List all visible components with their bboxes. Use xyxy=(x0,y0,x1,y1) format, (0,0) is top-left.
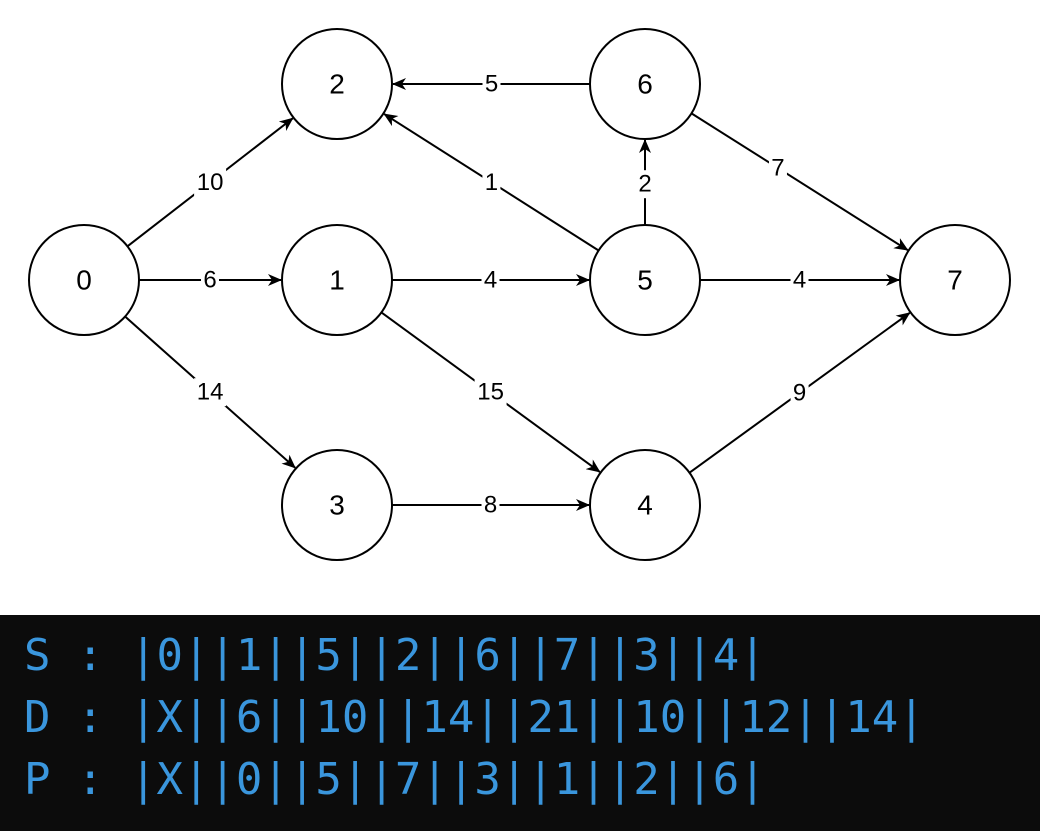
edge-weight-label: 2 xyxy=(638,171,651,198)
console-line-p: P : |X||0||5||7||3||1||2||6| xyxy=(24,754,766,805)
edge-label-background xyxy=(768,154,787,183)
edge-weight-label: 5 xyxy=(485,71,498,98)
node-label: 7 xyxy=(947,265,963,296)
node-0: 0 xyxy=(28,224,140,336)
nodes-layer: 0 1 2 3 4 5 6 7 xyxy=(28,28,1011,561)
edge-weight-label: 4 xyxy=(793,267,806,294)
node-circle xyxy=(589,224,701,336)
edge-weight-label: 7 xyxy=(771,155,784,182)
node-circle xyxy=(589,449,701,561)
edge-label-background xyxy=(474,378,507,407)
edge-label-background xyxy=(482,168,501,197)
node-label: 3 xyxy=(329,490,345,521)
node-7: 7 xyxy=(899,224,1011,336)
edge-label-background xyxy=(481,266,500,294)
node-3: 3 xyxy=(281,449,393,561)
node-circle xyxy=(281,449,393,561)
console-output: S : |0||1||5||2||6||7||3||4| D : |X||6||… xyxy=(0,615,1040,831)
edge-label-background xyxy=(481,491,500,519)
edge-label-background xyxy=(194,168,227,197)
graph-diagram: 10 6 14 4 15 8 5 1 2 7 4 9 0 1 2 3 4 5 6 7 xyxy=(28,28,1011,561)
edge-label-background xyxy=(636,170,654,199)
edge-label-background xyxy=(201,266,219,294)
node-1: 1 xyxy=(281,224,393,336)
edge-label-background xyxy=(482,70,501,98)
node-label: 5 xyxy=(637,265,653,296)
node-label: 1 xyxy=(329,265,345,296)
edge-weight-label: 14 xyxy=(197,379,224,406)
node-2: 2 xyxy=(281,28,393,140)
node-label: 6 xyxy=(637,69,653,100)
edge-weight-label: 9 xyxy=(793,379,806,406)
edge-3-to-4: 8 xyxy=(392,491,590,519)
edge-6-to-2: 5 xyxy=(392,70,590,98)
console-line-s: S : |0||1||5||2||6||7||3||4| xyxy=(24,630,766,681)
node-4: 4 xyxy=(589,449,701,561)
node-label: 4 xyxy=(637,490,653,521)
node-label: 2 xyxy=(329,69,345,100)
edge-6-to-7: 7 xyxy=(690,112,909,251)
node-circle xyxy=(899,224,1011,336)
edge-weight-label: 10 xyxy=(197,169,224,196)
edge-0-to-3: 14 xyxy=(124,315,296,469)
edge-label-background xyxy=(790,266,809,294)
node-6: 6 xyxy=(589,28,701,140)
edge-5-to-2: 1 xyxy=(383,113,600,252)
node-circle xyxy=(281,224,393,336)
edge-1-to-4: 15 xyxy=(380,311,601,473)
node-circle xyxy=(281,28,393,140)
edge-0-to-2: 10 xyxy=(126,117,294,248)
edge-label-background xyxy=(194,378,227,407)
console-line-d: D : |X||6||10||14||21||10||12||14| xyxy=(24,692,925,743)
edge-weight-label: 4 xyxy=(484,267,497,294)
node-circle xyxy=(28,224,140,336)
node-5: 5 xyxy=(589,224,701,336)
node-circle xyxy=(589,28,701,140)
edge-4-to-7: 9 xyxy=(688,312,911,474)
edge-0-to-1: 6 xyxy=(139,266,282,294)
node-label: 0 xyxy=(76,265,92,296)
edge-weight-label: 6 xyxy=(203,267,216,294)
edge-1-to-5: 4 xyxy=(392,266,590,294)
edge-line xyxy=(690,112,909,251)
edge-5-to-6: 2 xyxy=(636,139,654,225)
edge-weight-label: 1 xyxy=(485,169,498,196)
edge-5-to-7: 4 xyxy=(700,266,900,294)
edge-label-background xyxy=(790,378,809,407)
edge-weight-label: 8 xyxy=(484,492,497,519)
edge-weight-label: 15 xyxy=(477,379,504,406)
